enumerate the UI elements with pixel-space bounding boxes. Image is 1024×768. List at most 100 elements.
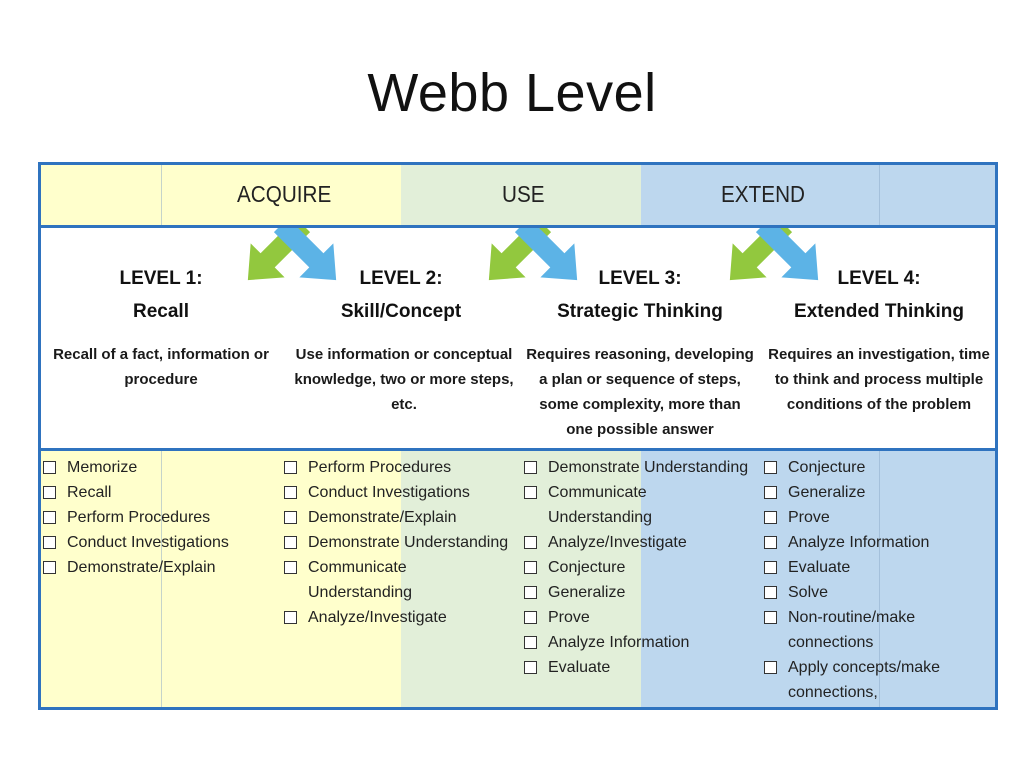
checklist-item-label: Demonstrate Understanding <box>548 459 749 476</box>
checklist-item: Solve <box>764 580 994 605</box>
checklist-item: Recall <box>43 480 273 505</box>
level-4-description: Requires an investigation, time to think… <box>768 346 990 413</box>
checkbox[interactable] <box>284 611 297 624</box>
checklist-item-label: Demonstrate/Explain <box>308 509 457 526</box>
checkbox[interactable] <box>43 461 56 474</box>
arrow-pair-3 <box>729 228 819 281</box>
checklist-item: Evaluate <box>764 555 994 580</box>
checklist-item-label: Solve <box>788 584 829 601</box>
blue-arrow-icon <box>755 228 819 281</box>
level-3-heading: LEVEL 3: Strategic Thinking <box>525 262 755 328</box>
checkbox[interactable] <box>524 486 537 499</box>
level-1-heading: LEVEL 1: Recall <box>46 262 276 328</box>
checkbox[interactable] <box>524 611 537 624</box>
level-descriptions-row: LEVEL 1: Recall Recall of a fact, inform… <box>41 228 995 451</box>
checklist-item: Conjecture <box>524 555 754 580</box>
checkbox[interactable] <box>524 661 537 674</box>
checklist-item-label: Prove <box>548 609 590 626</box>
level-2-name: Skill/Concept <box>340 301 462 322</box>
checklist-item-label: Conduct Investigations <box>67 534 229 551</box>
checklist-item-label: Generate/create <box>788 705 904 707</box>
checklist-item-label: Communicate Understanding <box>548 484 653 526</box>
checklist-item-label: Recall <box>67 484 112 501</box>
checklist-item: Conduct Investigations <box>43 530 273 555</box>
level-1-number: LEVEL 1: <box>119 268 203 289</box>
checklist-item: Demonstrate Understanding <box>524 455 754 480</box>
checkbox[interactable] <box>284 536 297 549</box>
checkbox[interactable] <box>764 486 777 499</box>
checkbox[interactable] <box>764 661 777 674</box>
checklist-item: Non-routine/make connections <box>764 605 994 655</box>
checklist-item: Communicate Understanding <box>524 480 754 530</box>
checklist-item-label: Analyze/Investigate <box>548 534 687 551</box>
checkbox[interactable] <box>43 511 56 524</box>
level-2-heading: LEVEL 2: Skill/Concept <box>286 262 516 328</box>
arrow-pair-2 <box>488 228 578 281</box>
checkbox[interactable] <box>43 486 56 499</box>
checklist-item-label: Communicate Understanding <box>308 559 413 601</box>
blue-arrow-icon <box>273 228 337 281</box>
webb-level-table: ACQUIRE USE EXTEND <box>38 162 998 710</box>
checkbox[interactable] <box>524 636 537 649</box>
checkbox[interactable] <box>764 586 777 599</box>
checklist-item: Analyze/Investigate <box>524 530 754 555</box>
checklist-item: Prove <box>524 605 754 630</box>
checklist-item-label: Conjecture <box>548 559 626 576</box>
checklist-item: Prove <box>764 505 994 530</box>
checklist-item: Analyze/Investigate <box>284 605 514 630</box>
checkbox[interactable] <box>284 511 297 524</box>
level-2-number: LEVEL 2: <box>359 268 443 289</box>
checklist-item: Analyze Information <box>764 530 994 555</box>
checklist-item: Demonstrate/Explain <box>43 555 273 580</box>
checklist-item: Analyze Information <box>524 630 754 655</box>
checklist-item: Generalize <box>764 480 994 505</box>
checklist-item-label: Memorize <box>67 459 138 476</box>
checklist-item-label: Conduct Investigations <box>308 484 470 501</box>
level-2-description: Use information or conceptual knowledge,… <box>294 346 514 413</box>
checklist-item: Perform Procedures <box>284 455 514 480</box>
level-3-number: LEVEL 3: <box>598 268 682 289</box>
checklist-item: Perform Procedures <box>43 505 273 530</box>
checklist-item-label: Apply concepts/make connections, <box>788 659 941 701</box>
level-4-name: Extended Thinking <box>794 301 964 322</box>
checkbox[interactable] <box>43 561 56 574</box>
checkbox[interactable] <box>43 536 56 549</box>
checklist-item-label: Conjecture <box>788 459 866 476</box>
blue-arrow-icon <box>514 228 578 281</box>
checklist-item-label: Demonstrate/Explain <box>67 559 216 576</box>
checklist-item-label: Generalize <box>788 484 866 501</box>
checkbox[interactable] <box>524 536 537 549</box>
checkbox[interactable] <box>764 511 777 524</box>
checkbox[interactable] <box>524 461 537 474</box>
acquire-header: ACQUIRE <box>237 181 332 207</box>
checklist-item-label: Demonstrate Understanding <box>308 534 509 551</box>
checklist-item: Conduct Investigations <box>284 480 514 505</box>
checkbox[interactable] <box>284 561 297 574</box>
level-4-number: LEVEL 4: <box>837 268 921 289</box>
checkbox[interactable] <box>764 611 777 624</box>
level-4-heading: LEVEL 4: Extended Thinking <box>764 262 994 328</box>
checkbox[interactable] <box>764 536 777 549</box>
checklist-item: Generate/create <box>764 705 994 707</box>
checklist-item-label: Non-routine/make connections <box>788 609 916 651</box>
checkbox[interactable] <box>764 461 777 474</box>
checkbox[interactable] <box>524 561 537 574</box>
checklist-item: Demonstrate/Explain <box>284 505 514 530</box>
checkbox[interactable] <box>284 486 297 499</box>
checkbox[interactable] <box>764 561 777 574</box>
arrows-group <box>247 228 819 281</box>
checkbox[interactable] <box>524 586 537 599</box>
use-header: USE <box>502 181 545 207</box>
checklist-item: Conjecture <box>764 455 994 480</box>
checklist-item-label: Perform Procedures <box>67 509 211 526</box>
checklist-item: Demonstrate Understanding <box>284 530 514 555</box>
checklist-item-label: Evaluate <box>548 659 611 676</box>
checkbox[interactable] <box>284 461 297 474</box>
checklist-item-label: Prove <box>788 509 830 526</box>
level-3-name: Strategic Thinking <box>557 301 723 322</box>
checklist-item-label: Analyze Information <box>788 534 930 551</box>
